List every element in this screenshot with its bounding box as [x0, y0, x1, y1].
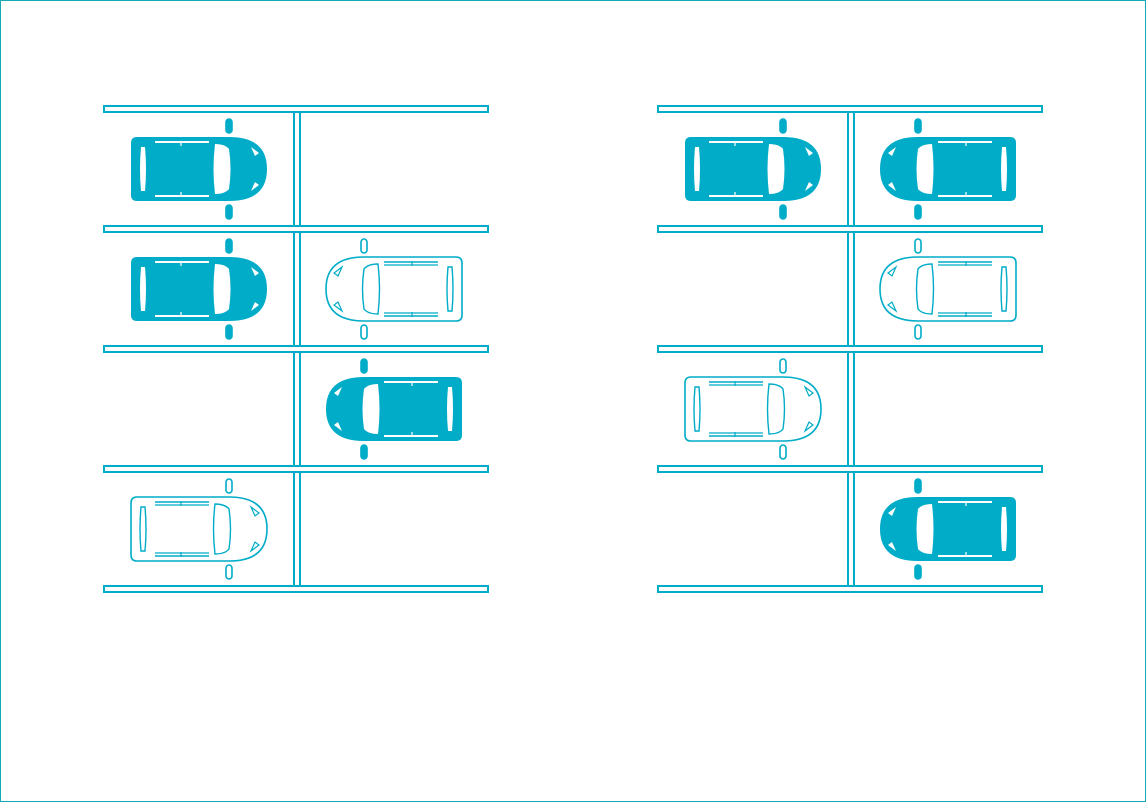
outline-car-icon	[684, 358, 822, 460]
filled-car-icon	[131, 238, 267, 340]
filled-car-icon	[131, 118, 267, 220]
parking-divider-line	[103, 105, 489, 113]
outline-car-icon	[130, 478, 268, 580]
filled-car-icon	[685, 118, 821, 220]
parking-divider-line	[103, 585, 489, 593]
parking-divider-line	[657, 105, 1043, 113]
parking-divider-line	[657, 345, 1043, 353]
parking-lot-right	[657, 105, 1043, 593]
parking-divider-line	[103, 345, 489, 353]
filled-car-icon	[326, 358, 462, 460]
parking-divider-line	[103, 465, 489, 473]
outline-car-icon	[325, 238, 463, 340]
parking-lot-left	[103, 105, 489, 593]
filled-car-icon	[880, 478, 1016, 580]
parking-divider-line	[657, 225, 1043, 233]
parking-divider-line	[657, 585, 1043, 593]
parking-divider-line	[657, 465, 1043, 473]
parking-divider-line	[103, 225, 489, 233]
outline-car-icon	[879, 238, 1017, 340]
filled-car-icon	[880, 118, 1016, 220]
